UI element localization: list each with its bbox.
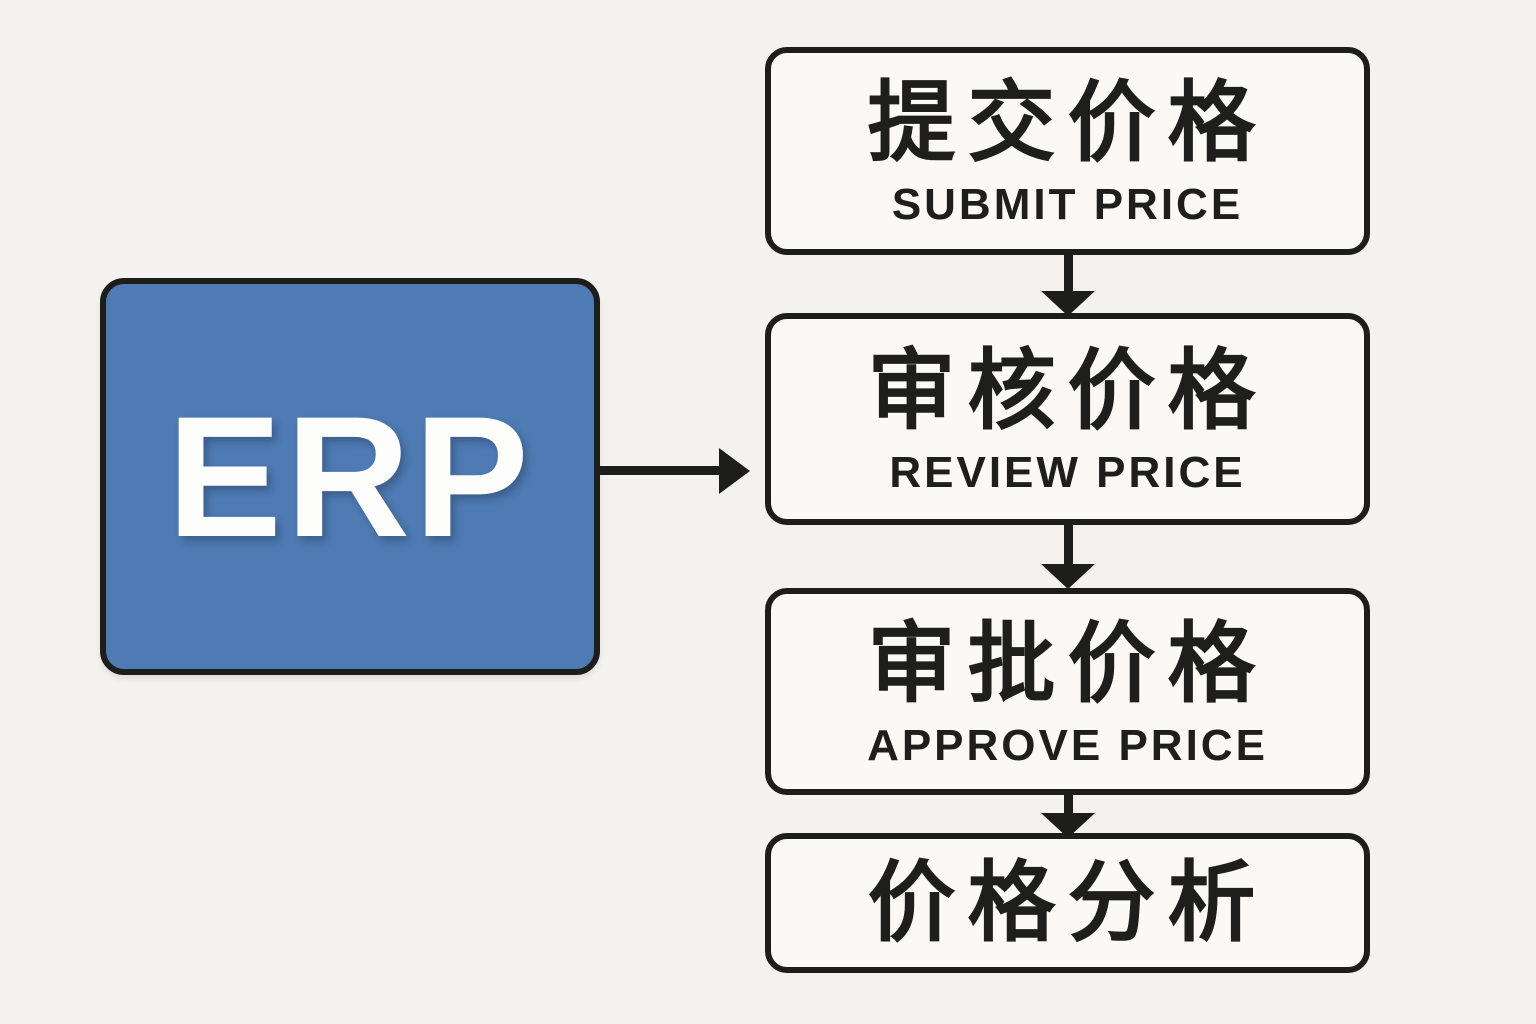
step-subtitle-en: APPROVE PRICE (867, 720, 1268, 770)
arrow-head-down-icon (1041, 564, 1095, 589)
flow-step-submit-price: 提交价格 SUBMIT PRICE (765, 47, 1370, 255)
step-title-zh: 审批价格 (867, 613, 1268, 713)
erp-system-node: ERP (100, 278, 600, 675)
flow-step-price-analysis: 价格分析 (765, 833, 1370, 973)
step-title-zh: 提交价格 (867, 73, 1268, 173)
arrow-head-right-icon (719, 448, 750, 494)
arrow-shaft (1064, 521, 1073, 567)
erp-label: ERP (167, 380, 533, 573)
flow-step-approve-price: 审批价格 APPROVE PRICE (765, 588, 1370, 795)
arrow-shaft (1064, 252, 1073, 294)
flow-step-review-price: 审核价格 REVIEW PRICE (765, 313, 1370, 525)
arrow-shaft (1064, 791, 1073, 816)
arrow-head-down-icon (1041, 291, 1095, 316)
step-title-zh: 价格分析 (867, 853, 1268, 953)
step-subtitle-en: REVIEW PRICE (889, 448, 1246, 498)
step-title-zh: 审核价格 (867, 341, 1268, 441)
step-subtitle-en: SUBMIT PRICE (891, 180, 1244, 230)
arrow-shaft (600, 466, 722, 475)
